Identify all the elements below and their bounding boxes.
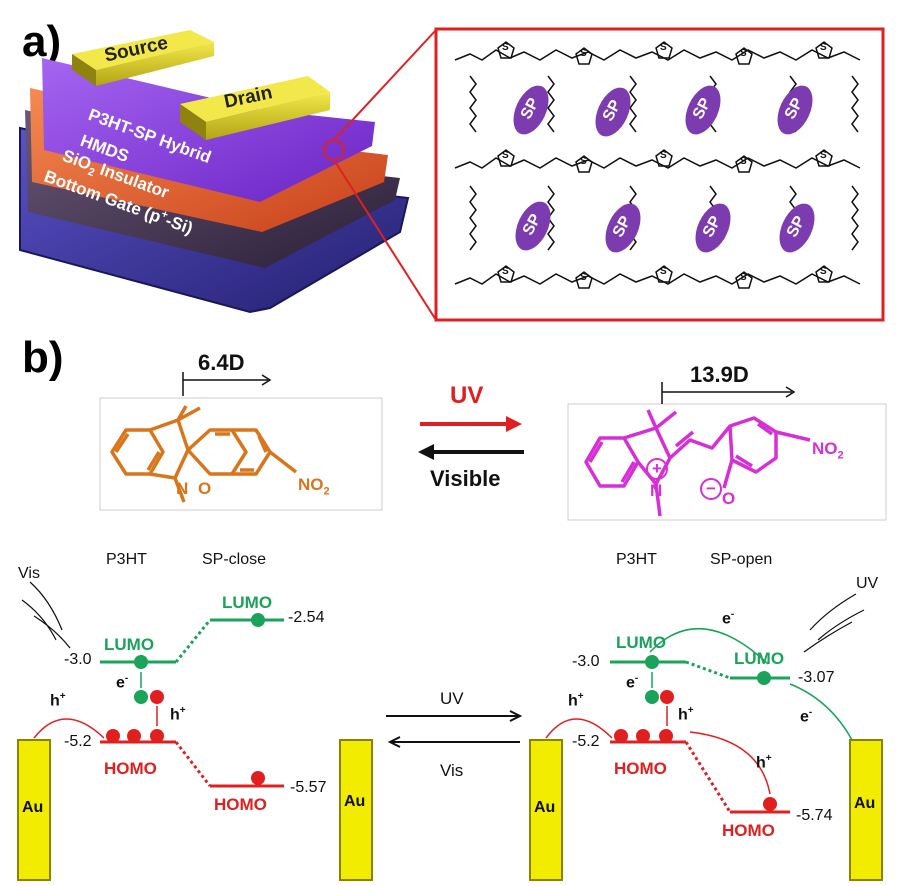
closed-dipole-value: 6.4D [198,350,245,375]
thiophene-s-15: S [820,266,827,277]
drain-label: Drain [222,82,275,113]
right-hole-2: h+ [678,705,694,724]
right-lumo-2-value: -3.07 [798,669,835,686]
sp-ellipses [513,85,815,253]
right-au-2-label: Au [854,795,876,812]
left-energy [17,581,373,881]
thiophene-s-8: S [660,150,667,161]
left-vis: Vis [18,565,40,582]
right-hole-3: h+ [756,753,772,772]
left-au-1-label: Au [22,799,44,816]
left-homo-1: HOMO [104,759,157,778]
right-hole: h+ [568,691,584,710]
visible-arrow [418,444,524,460]
thiophene-s-7: S [580,156,587,167]
sp-label-8: SP [783,213,809,241]
right-lumo-1-value: -3.0 [572,653,600,670]
thiophene-s-1: S [502,42,509,53]
thiophene-s-6: S [502,150,509,161]
right-homo-2-value: -5.74 [796,807,833,824]
left-hole-2: h+ [170,705,186,724]
right-homo-2: HOMO [722,821,775,840]
right-homo-1: HOMO [614,759,667,778]
right-lumo-2: LUMO [734,649,785,668]
right-au-1-label: Au [534,799,556,816]
right-homo-1-value: -5.2 [572,733,600,750]
thiophene-s-5: S [820,42,827,53]
open-n-label: N [650,481,663,500]
left-lumo-2-value: -2.54 [288,609,325,626]
closed-n-label: N [176,479,189,498]
open-plus-label: + [646,458,668,480]
right-uv: UV [856,575,879,592]
zoom-line-top [333,29,437,141]
right-electron: e- [626,673,639,692]
left-hole: h+ [50,691,66,710]
panel-b-label: b) [22,333,64,382]
right-lumo-1: LUMO [616,633,667,652]
right-col-sp-open: SP-open [710,551,773,568]
middle-vis-label: Vis [440,761,464,780]
closed-no2-label: NO2 [298,475,330,498]
middle-uv-label: UV [440,689,464,708]
middle-arrows [386,710,523,748]
hybrid-layer [42,58,375,202]
left-col-p3ht: P3HT [106,551,147,568]
left-electron: e- [116,673,129,692]
thiophene-s-12: S [580,272,587,283]
thiophene-s-3: S [660,42,667,53]
left-homo-2-value: -5.57 [290,779,327,796]
right-electron-right: e- [800,707,813,726]
open-dipole-value: 13.9D [690,362,749,387]
left-homo-1-value: -5.2 [64,733,92,750]
left-lumo-1-value: -3.0 [64,651,92,668]
sp-label-3: SP [689,95,715,123]
thiophene-s-4: S [740,48,747,59]
sp-label-1: SP [517,95,543,123]
thiophene-s-14: S [740,272,747,283]
zoom-line-bottom [333,159,437,321]
visible-label: Visible [430,466,501,491]
sp-label-2: SP [599,97,625,125]
uv-label: UV [450,382,484,409]
left-homo-2: HOMO [214,795,267,814]
open-minus-label: − [700,478,722,500]
zoom-circle [323,139,345,161]
thiophene-s-10: S [820,150,827,161]
open-o-label: O [722,489,736,508]
sp-label-4: SP [781,95,807,123]
left-col-sp-close: SP-close [202,551,267,568]
left-au-2-label: Au [344,793,366,810]
thiophene-rings [497,41,833,289]
left-au-2 [339,739,373,881]
right-col-p3ht: P3HT [616,551,657,568]
left-lumo-1: LUMO [104,635,155,654]
panel-a-label: a) [22,17,62,66]
closed-molecule-box [99,397,383,511]
sp-label-7: SP [699,213,725,241]
thiophene-s-2: S [580,48,587,59]
uv-arrow [420,416,522,432]
sp-label-5: SP [519,211,545,239]
sp-label-6: SP [609,213,635,241]
closed-o-label: O [198,479,212,498]
thiophene-s-13: S [660,266,667,277]
open-no2-label: NO2 [812,439,844,462]
right-electron-top: e- [722,609,735,628]
left-lumo-2: LUMO [222,593,273,612]
thiophene-s-11: S [502,266,509,277]
thiophene-s-9: S [740,156,747,167]
source-label: Source [102,32,170,67]
